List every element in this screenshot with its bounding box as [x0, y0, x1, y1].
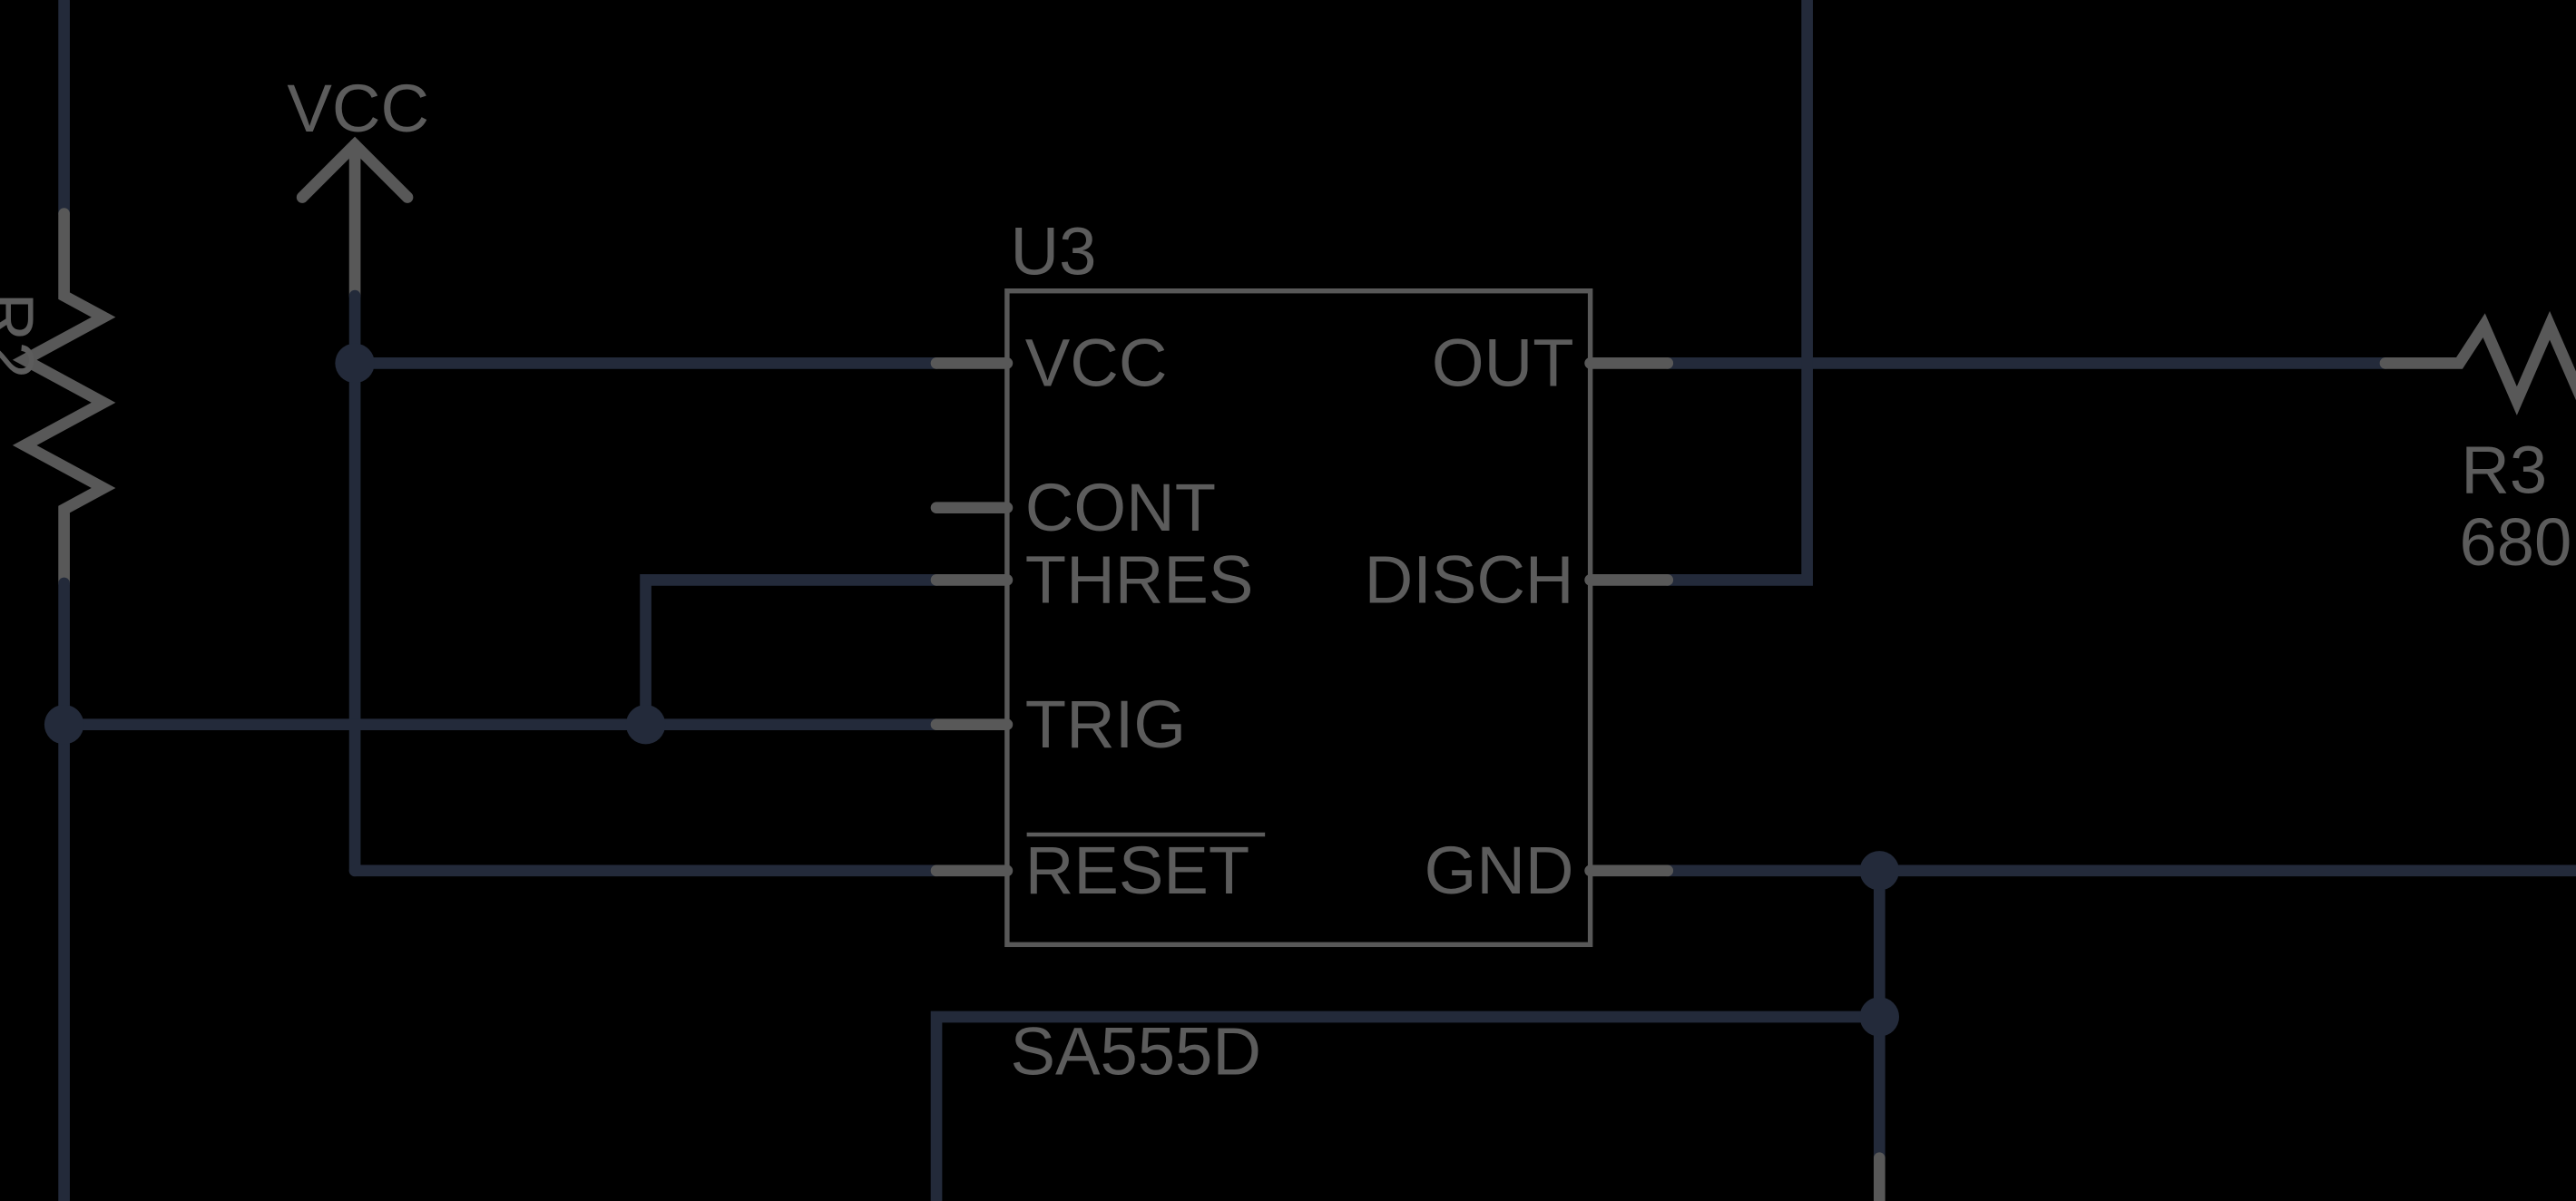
r2-label: R2 [0, 293, 48, 379]
junction-dot [335, 343, 375, 384]
chip-u3[interactable]: U3 SA555D VCC CONT THRES TRIG RESET OUT … [930, 214, 1674, 1089]
chip-part: SA555D [1011, 1013, 1261, 1089]
chip-ref: U3 [1011, 214, 1097, 289]
junction-dot [1859, 851, 1900, 891]
pin-label-out: OUT [1432, 326, 1574, 401]
resistor-r3[interactable] [2379, 310, 2576, 415]
wire-thres[interactable] [640, 574, 943, 731]
junction-dot [1859, 997, 1900, 1037]
wire-bottom[interactable] [930, 1011, 1885, 1201]
r3-value: 680 [2459, 504, 2571, 580]
pin-label-disch: DISCH [1365, 542, 1574, 618]
junction-dot [44, 704, 84, 745]
pin-label-trig: TRIG [1025, 687, 1186, 762]
pin-label-thres: THRES [1025, 542, 1254, 618]
pin-label-cont: CONT [1025, 470, 1216, 545]
r3-label: R3 [2461, 432, 2547, 507]
resistor-r2[interactable] [12, 208, 116, 590]
wire-disch[interactable] [1661, 0, 1813, 586]
vcc-power-label: VCC [287, 71, 429, 146]
pin-label-gnd: GND [1425, 833, 1574, 908]
pin-label-reset: RESET [1025, 833, 1249, 908]
junction-dot [625, 704, 666, 745]
pin-label-vcc: VCC [1025, 326, 1168, 401]
chip-body[interactable] [1004, 288, 1593, 948]
